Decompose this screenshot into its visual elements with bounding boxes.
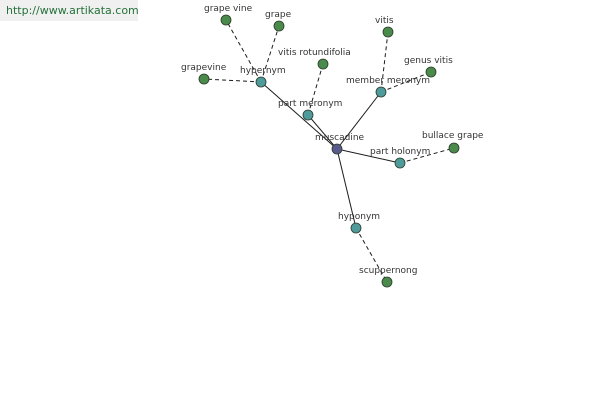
edge-center-to-hyponym <box>336 148 357 229</box>
word-label-vitis[interactable]: vitis <box>375 16 394 26</box>
edge-center-to-part-holonym <box>336 148 401 164</box>
edge-hyponym-to-scuppernong <box>355 227 388 283</box>
word-node-grape-vine[interactable] <box>220 14 232 26</box>
edge-part-meronym-to-vitis-rotundifolia <box>307 63 324 116</box>
relation-label-part-meronym[interactable]: part meronym <box>278 99 342 109</box>
word-node-vitis[interactable] <box>382 26 394 38</box>
center-label[interactable]: muscadine <box>315 133 365 143</box>
edge-hypernym-to-grape <box>260 25 280 83</box>
word-label-bullace-grape[interactable]: bullace grape <box>422 131 484 141</box>
relation-node-hypernym[interactable] <box>255 76 267 88</box>
relation-label-hypernym[interactable]: hypernym <box>240 66 286 76</box>
word-label-grapevine[interactable]: grapevine <box>181 63 227 73</box>
relation-node-member-meronym[interactable] <box>375 86 387 98</box>
edge-center-to-part-meronym <box>307 114 338 150</box>
relation-node-part-meronym[interactable] <box>302 109 314 121</box>
word-node-grape[interactable] <box>273 20 285 32</box>
word-label-scuppernong[interactable]: scuppernong <box>359 266 417 276</box>
relation-label-part-holonym[interactable]: part holonym <box>370 147 430 157</box>
word-label-grape-vine[interactable]: grape vine <box>204 4 253 14</box>
site-url-banner[interactable]: http://www.artikata.com <box>0 0 138 21</box>
edge-center-to-hypernym <box>260 81 338 150</box>
relation-node-part-holonym[interactable] <box>394 157 406 169</box>
relation-label-member-meronym[interactable]: member meronym <box>346 76 430 86</box>
edge-hypernym-to-grapevine <box>203 78 262 83</box>
word-label-vitis-rotundifolia[interactable]: vitis rotundifolia <box>278 48 351 58</box>
word-node-scuppernong[interactable] <box>381 276 393 288</box>
word-label-grape[interactable]: grape <box>265 10 292 20</box>
relation-label-hyponym[interactable]: hyponym <box>338 212 380 222</box>
edge-member-meronym-to-vitis <box>380 31 389 93</box>
word-node-bullace-grape[interactable] <box>448 142 460 154</box>
word-node-vitis-rotundifolia[interactable] <box>317 58 329 70</box>
edge-member-meronym-to-genus-vitis <box>380 71 432 93</box>
word-node-grapevine[interactable] <box>198 73 210 85</box>
edge-center-to-member-meronym <box>336 91 382 150</box>
edge-part-holonym-to-bullace-grape <box>399 147 455 164</box>
relation-node-hyponym[interactable] <box>350 222 362 234</box>
word-label-genus-vitis[interactable]: genus vitis <box>404 56 453 66</box>
edge-hypernym-to-grape-vine <box>225 19 262 83</box>
center-node-muscadine[interactable] <box>331 143 343 155</box>
word-node-genus-vitis[interactable] <box>425 66 437 78</box>
